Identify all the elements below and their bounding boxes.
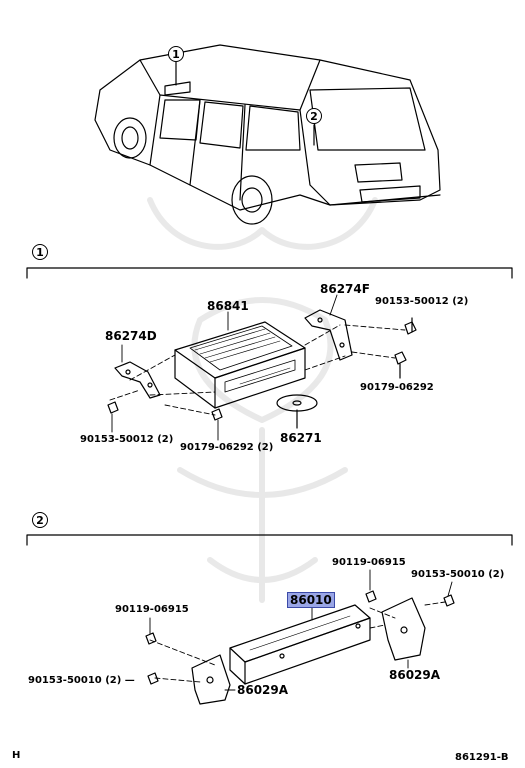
bracket-86274D bbox=[114, 361, 161, 399]
bracket-86274F bbox=[304, 309, 353, 361]
part-86010-label-highlighted[interactable]: 86010 bbox=[287, 592, 335, 608]
part-90119-06915-left-label[interactable]: 90119-06915 bbox=[115, 604, 189, 615]
bracket-86029A-right bbox=[381, 597, 426, 661]
footer-diagram-number: 861291-B bbox=[455, 752, 509, 763]
part-86271-label[interactable]: 86271 bbox=[280, 431, 322, 445]
section-1-leaders bbox=[111, 294, 338, 441]
section-1-callout: 1 bbox=[32, 244, 48, 260]
section-2-dash-lines bbox=[149, 601, 446, 683]
section-1-dash-lines bbox=[109, 324, 406, 416]
amplifier-86010 bbox=[229, 604, 371, 685]
watermark-emblem bbox=[147, 197, 378, 603]
disc-86271 bbox=[276, 394, 318, 429]
part-86841-label[interactable]: 86841 bbox=[207, 299, 249, 313]
section-2-fasteners bbox=[145, 590, 455, 685]
part-90179-06292-right-label[interactable]: 90179-06292 bbox=[360, 382, 434, 393]
vehicle-illustration bbox=[94, 44, 441, 225]
footer-code-left: H bbox=[12, 750, 21, 761]
section-1-frame bbox=[26, 267, 513, 279]
section-2-leaders bbox=[149, 569, 453, 691]
part-86274D-label[interactable]: 86274D bbox=[105, 329, 157, 343]
part-90119-06915-right-label[interactable]: 90119-06915 bbox=[332, 557, 406, 568]
part-86029A-right-label[interactable]: 86029A bbox=[389, 668, 441, 682]
section-2-frame bbox=[26, 534, 513, 546]
part-90153-50012-right-label[interactable]: 90153-50012 (2) bbox=[375, 296, 469, 307]
vehicle-callout-1[interactable]: 1 bbox=[168, 46, 184, 62]
part-86029A-left-label[interactable]: 86029A bbox=[237, 683, 289, 697]
part-90153-50010-left-label[interactable]: 90153-50010 (2) — bbox=[28, 675, 135, 686]
bracket-86029A-left bbox=[191, 654, 231, 705]
part-90153-50010-right-label[interactable]: 90153-50010 (2) bbox=[411, 569, 505, 580]
part-86274F-label[interactable]: 86274F bbox=[320, 282, 370, 296]
head-unit-86841 bbox=[174, 321, 306, 409]
section-1-fasteners bbox=[107, 317, 417, 421]
vehicle-callout-2[interactable]: 2 bbox=[306, 108, 322, 124]
part-90153-50012-left-label[interactable]: 90153-50012 (2) bbox=[80, 434, 174, 445]
section-2-callout: 2 bbox=[32, 512, 48, 528]
part-90179-06292-left-label[interactable]: 90179-06292 (2) bbox=[180, 442, 274, 453]
